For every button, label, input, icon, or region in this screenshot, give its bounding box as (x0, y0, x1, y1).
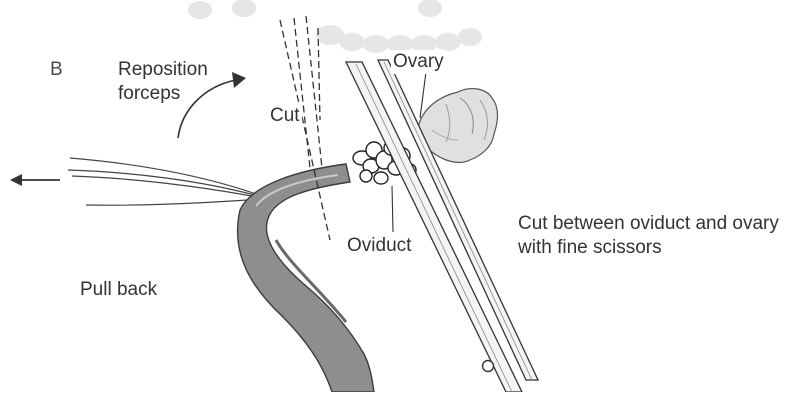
cut-label: Cut (268, 104, 302, 128)
forceps (68, 158, 262, 205)
reposition-line-1: Reposition (118, 58, 208, 82)
ovary-label: Ovary (391, 50, 446, 74)
reposition-forceps-label: Reposition forceps (118, 58, 208, 106)
pull-back-label: Pull back (80, 278, 157, 302)
pull-back-arrow (10, 174, 60, 186)
instruction-text: Cut between oviduct and ovary with fine … (518, 212, 779, 260)
cut-guide-lines (280, 16, 330, 240)
uterine-horn (238, 164, 374, 392)
instruction-line-1: Cut between oviduct and ovary (518, 212, 779, 236)
panel-letter: B (50, 58, 63, 82)
watermark (188, 0, 482, 53)
oviduct-label: Oviduct (345, 234, 413, 258)
instruction-line-2: with fine scissors (518, 236, 779, 260)
reposition-line-2: forceps (118, 82, 208, 106)
